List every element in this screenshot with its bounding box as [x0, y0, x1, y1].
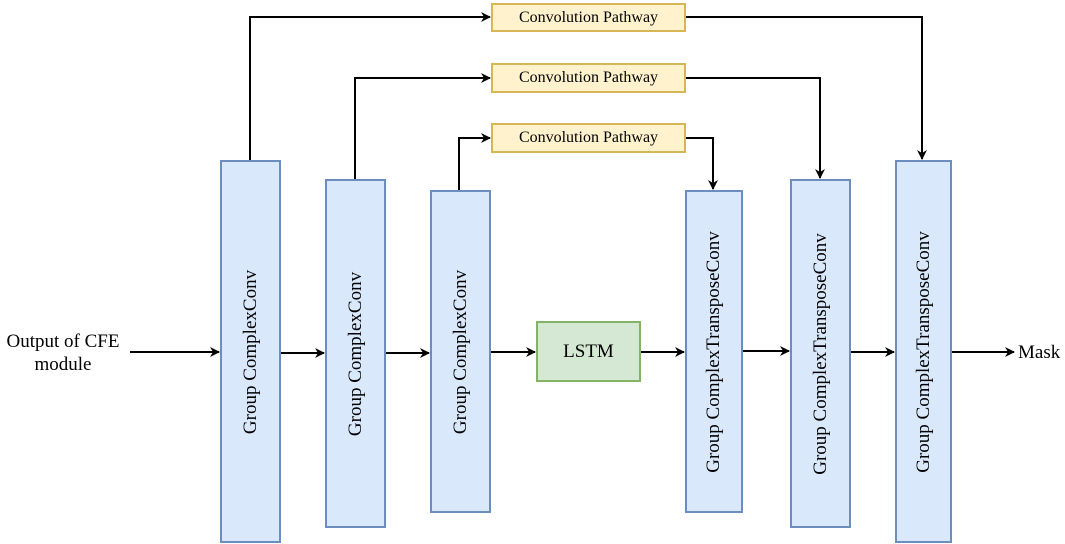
output-label: Mask	[1018, 342, 1061, 363]
decoder-block-label: Group ComplexTransposeConv	[912, 230, 934, 473]
pathway-label: Convolution Pathway	[518, 69, 659, 86]
skip1-out-arrow	[686, 16, 927, 160]
convolution-pathway-2: Convolution Pathway	[491, 63, 686, 93]
decoder-block-1: Group ComplexTransposeConv	[685, 190, 743, 513]
encoder-block-1: Group ComplexConv	[220, 160, 281, 543]
lstm-label: LSTM	[563, 340, 614, 362]
skip2-in-arrow	[354, 73, 491, 179]
input-label-line1: Output of CFE	[6, 331, 120, 352]
input-label-line2: module	[34, 354, 92, 375]
convolution-pathway-3: Convolution Pathway	[491, 123, 686, 153]
lstm-block: LSTM	[536, 321, 641, 382]
encoder-block-3: Group ComplexConv	[430, 190, 491, 513]
convolution-pathway-1: Convolution Pathway	[491, 3, 686, 32]
input-label: Output of CFE module	[0, 330, 126, 376]
decoder-block-3: Group ComplexTransposeConv	[895, 160, 952, 543]
decoder-block-label: Group ComplexTransposeConv	[809, 232, 831, 475]
pathway-label: Convolution Pathway	[518, 129, 659, 146]
pathway-label: Convolution Pathway	[518, 8, 659, 26]
encoder-block-label: Group ComplexConv	[449, 269, 471, 434]
encoder-block-label: Group ComplexConv	[344, 271, 366, 436]
skip3-in-arrow	[458, 133, 491, 190]
decoder-block-label: Group ComplexTransposeConv	[703, 230, 724, 473]
encoder-block-2: Group ComplexConv	[325, 179, 386, 528]
skip3-out-arrow	[686, 137, 718, 190]
encoder-block-label: Group ComplexConv	[239, 269, 261, 434]
decoder-block-2: Group ComplexTransposeConv	[790, 179, 851, 528]
skip1-in-arrow	[249, 12, 491, 160]
skip2-out-arrow	[686, 77, 825, 179]
